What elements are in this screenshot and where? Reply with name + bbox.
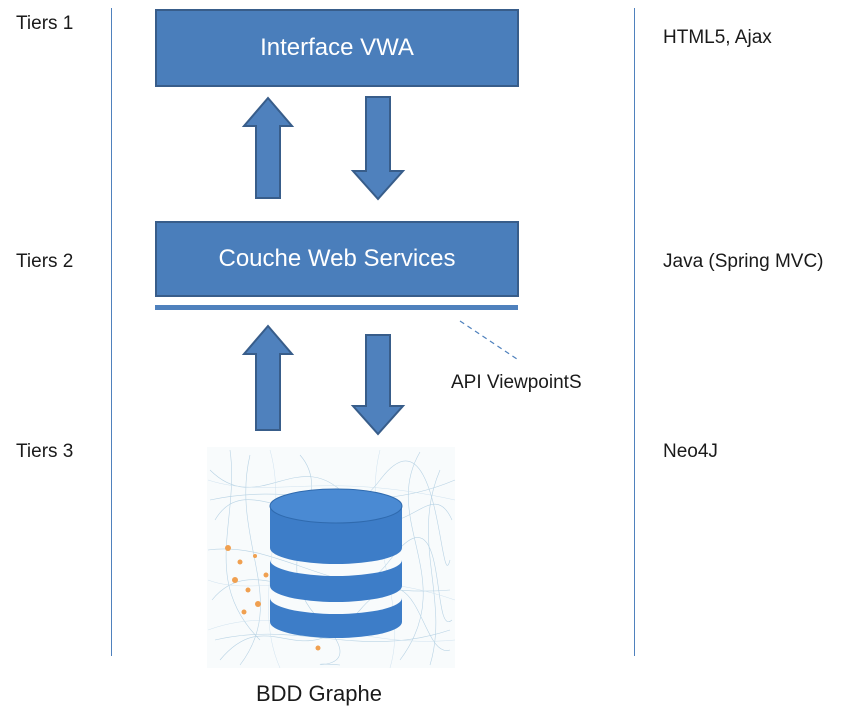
arrow-down-upper [350, 96, 406, 201]
web-services-label: Couche Web Services [218, 245, 456, 272]
db-caption: BDD Graphe [256, 681, 382, 706]
tier-1-tech-label: HTML5, Ajax [663, 27, 772, 48]
api-viewpoints-label: API ViewpointS [451, 372, 582, 393]
database-icon [269, 488, 403, 638]
arrow-up-upper [241, 96, 295, 199]
interface-vwa-label: Interface VWA [260, 34, 414, 61]
tier-1-label: Tiers 1 [16, 13, 74, 34]
tier-3-tech-label: Neo4J [663, 441, 718, 462]
tier-3-label: Tiers 3 [16, 441, 74, 462]
web-services-box: Couche Web Services [155, 221, 519, 297]
arrow-up-lower [241, 324, 295, 431]
tier-2-tech-label: Java (Spring MVC) [663, 251, 824, 272]
api-bar [155, 305, 518, 310]
tier-2-label: Tiers 2 [16, 251, 74, 272]
right-separator-line [634, 8, 635, 656]
api-callout-line [459, 320, 518, 360]
left-separator-line [111, 8, 112, 656]
interface-vwa-box: Interface VWA [155, 9, 519, 87]
graph-nodes [225, 538, 372, 651]
arrow-down-lower [350, 334, 406, 436]
